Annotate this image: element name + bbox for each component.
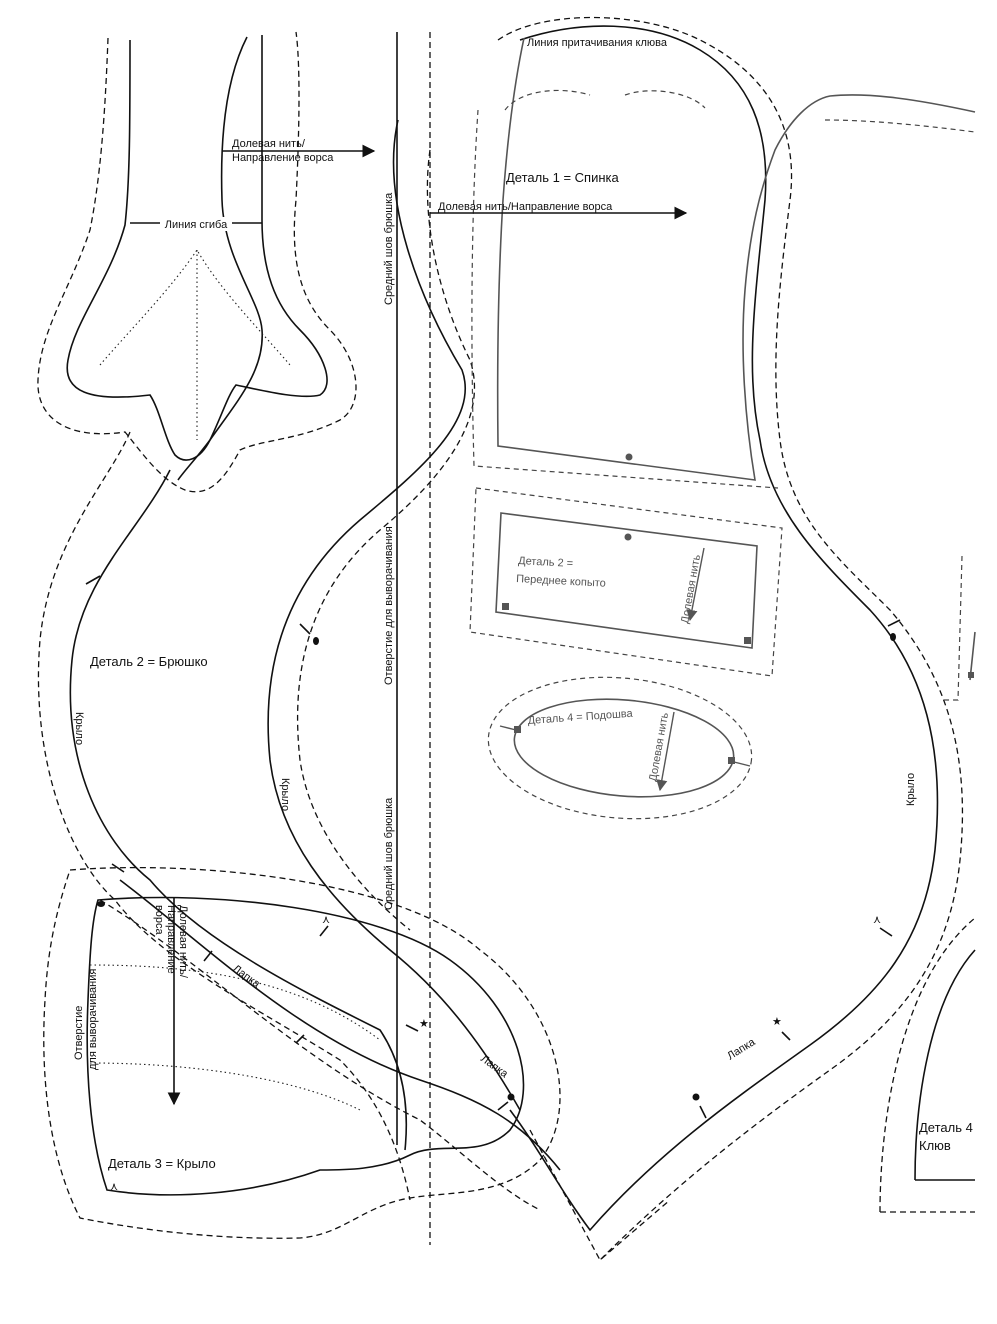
leg-piece-top-left: Линия сгиба Долевая нить/ Направление во…	[37, 31, 376, 493]
back-paw-dot	[692, 1093, 700, 1101]
center-belly-seam-label-bottom: Средний шов брюшка	[383, 797, 395, 910]
beak-seam-outline	[879, 917, 976, 1213]
beak-attach-dashed-2	[624, 90, 706, 109]
leg-inner-curve	[177, 36, 263, 481]
part3-wing-label: Деталь 3 = Крыло	[108, 1156, 216, 1171]
wing-notch-2	[295, 1034, 305, 1044]
wing-label-right: Крыло	[905, 773, 917, 806]
fold-line-label: Линия сгиба	[165, 219, 228, 231]
grain-nap-top-label-line1: Долевая нить/	[232, 138, 306, 150]
right-fragment-seam-top	[940, 555, 963, 701]
wing-dotted-2	[89, 1062, 361, 1111]
belly-notch-2	[299, 623, 311, 635]
belly-cut-outline	[69, 469, 408, 1151]
beak-cut-outline	[914, 949, 976, 1181]
wing-dotted-1	[89, 964, 381, 1041]
sole-seam	[487, 676, 753, 820]
leg-piece-seam-outline	[37, 31, 357, 493]
back-notch-4	[699, 1105, 707, 1119]
turning-opening-wing-label-line2: для выворачивания	[87, 969, 99, 1070]
part4-sole-label: Деталь 4 = Подошва	[527, 708, 634, 727]
center-belly-seam-label-top: Средний шов брюшка	[383, 192, 395, 305]
turning-opening-belly-label: Отверстие для выворачивания	[383, 526, 395, 685]
wing-tri-marker: ⋏	[110, 1181, 118, 1193]
right-edge-fragments: Деталь 4 Клюв	[879, 555, 976, 1213]
center-belly-seam-lines: Средний шов брюшка Отверстие для выворач…	[383, 32, 431, 1245]
grain-nap-wing-label-line3: ворса	[153, 905, 165, 935]
wing-paw-solid	[119, 879, 561, 1171]
wing-label-left: Крыло	[73, 712, 85, 745]
part2-front-hoof-label-line1: Деталь 2 =	[518, 555, 574, 570]
belly-notch-3	[111, 863, 125, 873]
belly-marker-dot	[313, 637, 319, 645]
belly-inner-curve	[267, 119, 521, 1111]
right-fragment-square	[968, 672, 974, 678]
front-hoof-cut	[495, 512, 758, 649]
part4-beak-label-line2: Клюв	[919, 1138, 951, 1153]
sole-notch-2	[733, 761, 751, 767]
wing-label-mid: Крыло	[279, 778, 291, 811]
wing-seam-outline	[43, 866, 561, 1239]
turning-opening-wing-label-line1: Отверстие	[73, 1006, 85, 1060]
back-marker-dot-2	[890, 633, 896, 641]
belly-notch-5	[405, 1024, 419, 1032]
back-inner-grey-seam	[471, 109, 779, 489]
belly-piece: Деталь 2 = Брюшко Крыло Крыло ⋏ ★	[37, 119, 521, 1201]
wing-cut-outline	[86, 896, 525, 1196]
part2-belly-label: Деталь 2 = Брюшко	[90, 654, 208, 669]
belly-tri-marker: ⋏	[322, 914, 330, 926]
leg-inner-dotted	[99, 248, 291, 366]
belly-inner-seam	[296, 149, 476, 931]
wing-marker-dot	[97, 901, 105, 907]
part1-back-label: Деталь 1 = Спинка	[506, 170, 619, 185]
wing-paw-dashed	[99, 899, 541, 1211]
part2-front-hoof-label-line2: Переднее копыто	[516, 573, 606, 590]
wing-notch-1	[203, 950, 213, 962]
back-star-marker: ★	[772, 1016, 782, 1028]
back-inner-grey-outline	[496, 37, 976, 481]
front-hoof-square-1	[502, 603, 509, 610]
back-piece: Линия притачивания клюва Деталь 1 = Спин…	[430, 16, 976, 1261]
front-hoof-piece: Деталь 2 = Переднее копыто Долевая нить	[469, 487, 783, 677]
sole-square-1	[514, 726, 521, 733]
belly-seam-outline	[37, 431, 411, 1201]
front-hoof-dot	[624, 533, 632, 541]
wing-piece: Долевая нить/ Направление ворса Отверсти…	[43, 866, 561, 1239]
sole-piece: Деталь 4 = Подошва Долевая нить	[487, 676, 753, 820]
paw-label-mid: Лапка	[478, 1053, 510, 1081]
back-notch-2	[879, 927, 893, 937]
back-outer-grey-seam	[824, 119, 976, 133]
grain-arrow-front-hoof	[686, 547, 705, 622]
back-cut-outline	[509, 25, 939, 1232]
front-hoof-seam	[469, 487, 783, 677]
wing-paw-dot	[507, 1093, 515, 1101]
back-notch-3	[781, 1031, 791, 1041]
paw-label-left: Лапка	[230, 963, 262, 991]
belly-notch-4	[319, 925, 329, 937]
belly-notch-1	[85, 575, 101, 585]
beak-attach-line-label: Линия притачивания клюва	[527, 37, 668, 49]
sole-notch-1	[499, 725, 517, 731]
belly-star-marker: ★	[419, 1018, 429, 1030]
grain-nap-wing-label-line2: Направление	[165, 905, 177, 974]
back-tip-seam	[529, 1129, 671, 1262]
back-seam-outline	[497, 16, 964, 1261]
back-notch-1	[887, 619, 901, 627]
back-tip	[529, 1129, 671, 1262]
grain-front-hoof-label: Долевая нить	[679, 553, 703, 624]
sole-square-2	[728, 757, 735, 764]
wing-notch-3	[497, 1101, 509, 1111]
grain-nap-top-label-line2: Направление ворса	[232, 152, 334, 164]
front-hoof-square-2	[744, 637, 751, 644]
back-marker-dot	[625, 453, 633, 461]
part4-beak-label-line1: Деталь 4	[919, 1120, 973, 1135]
beak-attach-dashed-1	[504, 89, 591, 111]
paw-label-right: Лапка	[725, 1036, 758, 1063]
leg-piece-cut-outline	[66, 35, 328, 461]
grain-nap-wing-label-line1: Долевая нить/	[177, 905, 189, 979]
grain-nap-back-label: Долевая нить/Направление ворса	[438, 201, 613, 213]
grain-arrow-sole	[656, 711, 675, 792]
back-tri-marker: ⋏	[873, 914, 881, 926]
